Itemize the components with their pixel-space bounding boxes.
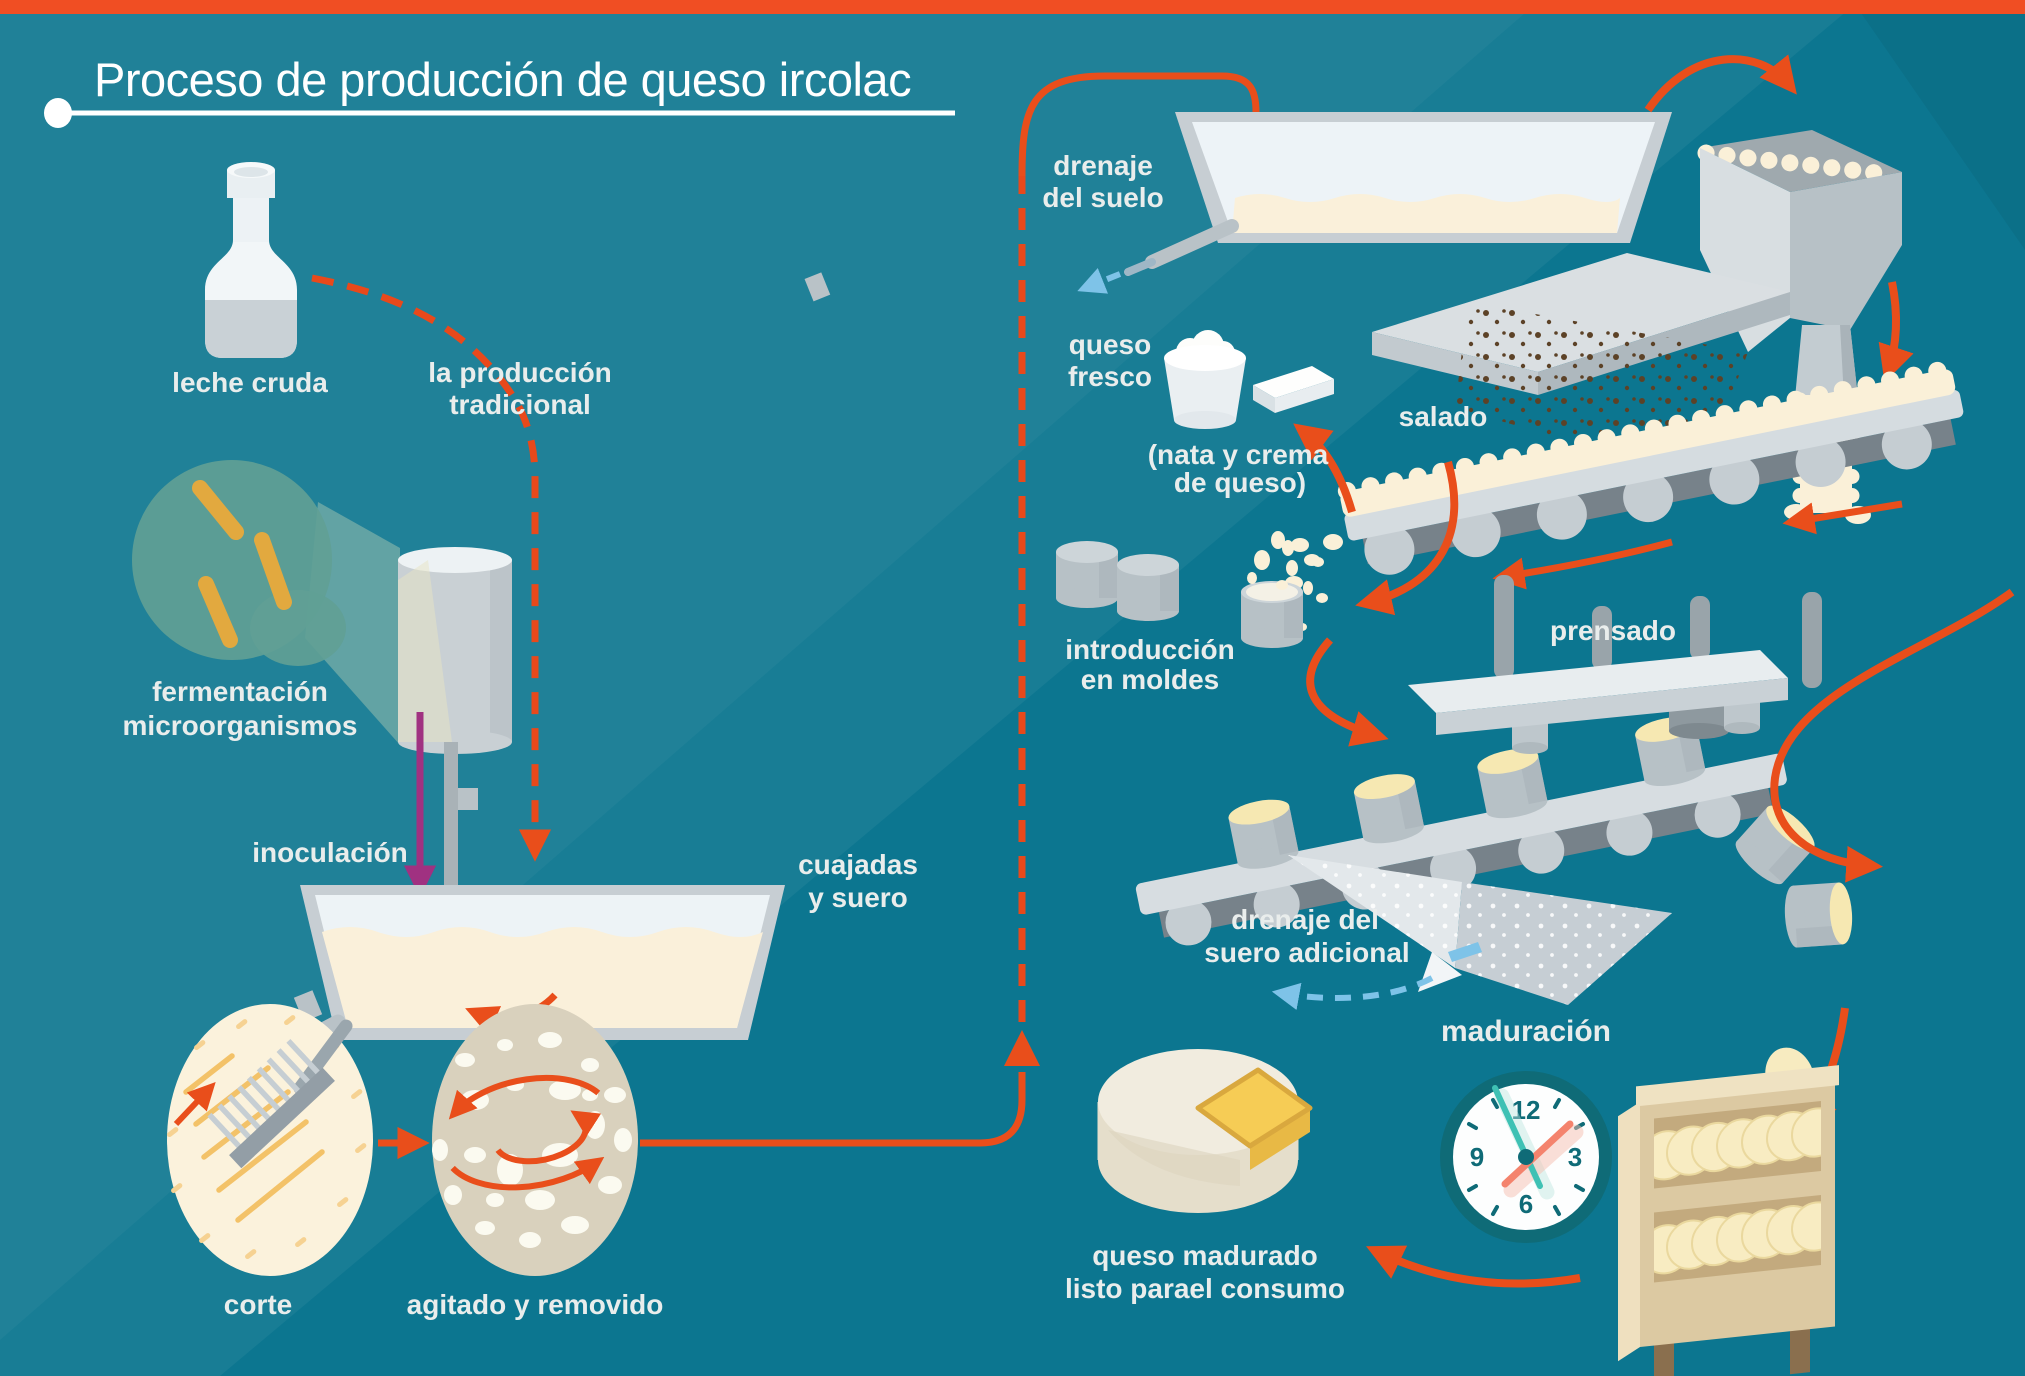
- clock-9: 9: [1470, 1142, 1484, 1172]
- tumbling-mold-icon: [1782, 881, 1855, 949]
- label-fermentacion-2: microorganismos: [123, 710, 358, 741]
- flow-arrow-press-to-demold: [1770, 588, 2015, 883]
- clock-icon: 12 3 6 9: [1440, 1071, 1612, 1243]
- label-queso-fresco-2: fresco: [1068, 361, 1152, 392]
- stirrer-handle-icon: [458, 788, 478, 810]
- bacteria-rod-icon: [254, 532, 292, 610]
- label-fermentacion-1: fermentación: [152, 676, 328, 707]
- label-nata-2: de queso): [1174, 467, 1306, 498]
- label-inoculacion: inoculación: [252, 837, 408, 868]
- flow-arrow-shelf-to-final: [1366, 1245, 1581, 1288]
- cheese-block-icon: [1253, 366, 1334, 413]
- label-queso-madurado-1: queso madurado: [1092, 1240, 1318, 1271]
- label-drenaje-suelo-2: del suelo: [1042, 182, 1163, 213]
- drain-vat-icon: [804, 112, 1672, 302]
- agitado-circle: [432, 1004, 638, 1276]
- label-queso-fresco-1: queso: [1069, 329, 1151, 360]
- flow-arrow-hopper-down: [1878, 281, 1914, 383]
- curd-vat-icon: [246, 885, 785, 1074]
- press-icon: [1408, 575, 1822, 754]
- label-drenaje-suero-2: suero adicional: [1204, 937, 1409, 968]
- floor-drain-pipe-icon: [1145, 219, 1239, 269]
- bacteria-lens-icon: [132, 460, 400, 745]
- whey-outlet-icon: [1448, 942, 1482, 962]
- clock-ticks: [1467, 1098, 1585, 1216]
- curd-blobs: [432, 1032, 632, 1248]
- drain-tap-icon: [804, 272, 831, 302]
- flow-arrow-traditional-dashed: [311, 274, 552, 862]
- label-cuajadas-2: y suero: [808, 882, 908, 913]
- cheese-tub-icon: [1164, 330, 1246, 429]
- header: Proceso de producción de queso ircolac: [44, 53, 955, 128]
- clock-3: 3: [1568, 1142, 1582, 1172]
- filling-mold-icon: [1241, 531, 1324, 648]
- stirring-spiral-arrows: [448, 1074, 605, 1191]
- empty-mold-icon: [1117, 554, 1179, 621]
- cutting-rake-icon: [207, 1019, 353, 1169]
- label-introduccion-2: en moldes: [1081, 664, 1219, 695]
- label-drenaje-suero-1: drenaje del: [1231, 904, 1379, 935]
- salting-conveyor-icon: [1337, 360, 1964, 575]
- bacteria-rod-icon: [192, 480, 244, 540]
- floor-drain-arrow: [1077, 268, 1122, 294]
- label-prensado: prensado: [1550, 615, 1676, 646]
- top-accent-bar: [0, 0, 2025, 14]
- label-leche-cruda: leche cruda: [172, 367, 328, 398]
- molding-conveyor-icon: [1135, 712, 1787, 946]
- stirrer-rod-icon: [444, 742, 458, 904]
- page-title: Proceso de producción de queso ircolac: [94, 53, 911, 106]
- label-produccion-tradicional-2: tradicional: [449, 389, 591, 420]
- label-produccion-tradicional-1: la producción: [428, 357, 612, 388]
- cheese-wheels-row: [1654, 1201, 1821, 1275]
- cut-direction-arrow: [173, 1081, 216, 1127]
- label-cuajadas-1: cuajadas: [798, 849, 918, 880]
- ripening-shelf-icon: [1618, 1065, 1839, 1376]
- label-drenaje-suelo-1: drenaje: [1053, 150, 1153, 181]
- title-bullet-dot: [44, 98, 72, 128]
- label-maduracion: maduración: [1441, 1015, 1611, 1048]
- label-nata-1: (nata y crema: [1148, 439, 1329, 470]
- milk-bottle-icon: [205, 162, 297, 358]
- flow-arrow-molds-to-press: [1306, 637, 1389, 747]
- cheese-wheel-icon: [1097, 1049, 1313, 1213]
- whey-chute-icon: [1288, 855, 1672, 1005]
- label-salado: salado: [1399, 401, 1488, 432]
- clock-6: 6: [1519, 1189, 1533, 1219]
- belt-direction-arrow: [1782, 500, 1903, 535]
- clock-12: 12: [1512, 1095, 1541, 1125]
- minute-hand: [1492, 1085, 1543, 1189]
- hour-hand: [1501, 1120, 1574, 1188]
- cheese-wheels-row: [1654, 1107, 1821, 1181]
- empty-mold-icon: [1056, 541, 1118, 608]
- corte-circle: [167, 1004, 373, 1276]
- flow-arrow-to-molding: [1492, 538, 1673, 590]
- label-queso-madurado-2: listo parael consumo: [1065, 1273, 1345, 1304]
- cheese-wedge-cut: [1195, 1067, 1313, 1149]
- flow-arrow-vat-to-hopper: [1644, 54, 1797, 113]
- flow-arrow-to-queso-fresco: [1293, 423, 1356, 514]
- flow-path-agitado-to-drain-vat: [640, 72, 1260, 1147]
- flow-arrow-to-molds: [1355, 460, 1459, 616]
- label-corte: corte: [224, 1289, 292, 1320]
- bacteria-rod-icon: [198, 576, 238, 648]
- curd-specks: [167, 1015, 367, 1260]
- starter-tank-icon: [398, 547, 512, 904]
- label-introduccion-1: introducción: [1065, 634, 1235, 665]
- label-agitado: agitado y removido: [407, 1289, 664, 1320]
